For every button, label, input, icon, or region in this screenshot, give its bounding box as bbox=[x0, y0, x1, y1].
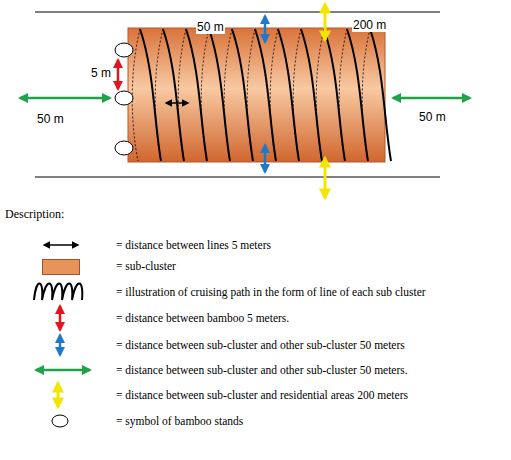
cluster-distance-arrow bbox=[20, 97, 110, 100]
legend-green-arrow bbox=[36, 369, 90, 372]
legend-coil-icon bbox=[34, 284, 82, 301]
legend-text: = symbol of bamboo stands bbox=[116, 414, 506, 428]
legend-text: = illustration of cruising path in the f… bbox=[116, 285, 506, 299]
residential-distance-arrow bbox=[324, 158, 327, 198]
legend-text: = distance between bamboo 5 meters. bbox=[116, 311, 506, 325]
legend-blue-arrow bbox=[59, 335, 62, 355]
legend-heading: Description: bbox=[4, 207, 65, 221]
cluster-distance-arrow bbox=[393, 97, 470, 100]
cluster-distance-arrow bbox=[264, 145, 267, 172]
cluster-distance-arrow bbox=[264, 16, 267, 42]
legend-bamboo-symbol bbox=[52, 415, 68, 427]
legend-text: = distance between sub-cluster and other… bbox=[116, 338, 506, 352]
boundary-line bbox=[35, 12, 440, 13]
bamboo-stand bbox=[115, 43, 133, 57]
dimension-label: 200 m bbox=[352, 18, 387, 32]
residential-distance-arrow bbox=[324, 4, 327, 40]
dimension-label: 50 m bbox=[418, 110, 447, 124]
legend-text: = distance between sub-cluster and other… bbox=[116, 363, 506, 377]
bamboo-stand bbox=[115, 91, 133, 105]
legend-text: = sub-cluster bbox=[116, 259, 506, 273]
line-distance-arrow bbox=[166, 102, 188, 104]
legend-yellow-arrow bbox=[57, 383, 60, 407]
cruising-path-coil bbox=[132, 29, 391, 161]
legend-text: = distance between lines 5 meters bbox=[116, 238, 506, 252]
legend-red-arrow bbox=[59, 306, 62, 330]
dimension-label: 50 m bbox=[196, 20, 225, 34]
bamboo-distance-arrow bbox=[117, 60, 120, 89]
legend-line-arrow bbox=[44, 244, 78, 246]
dimension-label: 5 m bbox=[90, 66, 112, 80]
sub-cluster bbox=[128, 28, 385, 162]
boundary-line bbox=[35, 177, 440, 178]
legend-swatch bbox=[42, 259, 80, 275]
legend-text: = distance between sub-cluster and resid… bbox=[116, 388, 506, 402]
dimension-label: 50 m bbox=[36, 112, 65, 126]
bamboo-stand bbox=[115, 141, 133, 155]
